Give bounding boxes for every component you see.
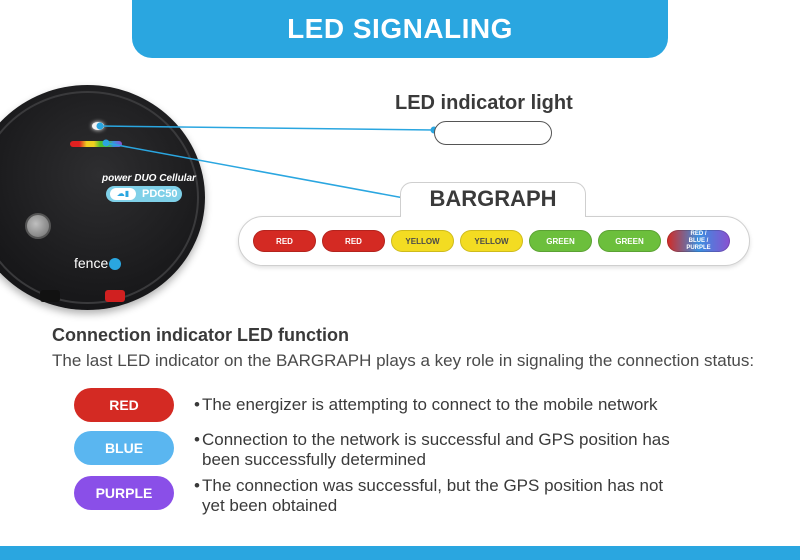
bargraph-pill: GREEN <box>598 230 661 252</box>
bargraph-title: BARGRAPH <box>429 186 557 211</box>
bargraph-pill-label-line: RED / <box>690 230 707 237</box>
cloud-signal-icon: ☁▮ <box>110 188 136 200</box>
status-pill: BLUE <box>74 431 174 465</box>
status-line: The energizer is attempting to connect t… <box>202 395 658 414</box>
terminal-red <box>105 290 125 302</box>
bargraph-pill: RED <box>322 230 385 252</box>
bargraph-pill: YELLOW <box>391 230 454 252</box>
status-row-purple: PURPLE •The connection was successful, b… <box>74 476 694 516</box>
bargraph-pill-label: RED <box>345 236 362 246</box>
status-line: The connection was successful, but the G… <box>202 476 664 495</box>
status-row-red: RED •The energizer is attempting to conn… <box>74 388 694 422</box>
bargraph-pill-label: YELLOW <box>474 236 509 246</box>
status-line: Connection to the network is successful … <box>202 430 670 449</box>
device-badge: ☁▮ PDC50 <box>106 186 182 202</box>
bargraph-tab-join <box>401 214 585 218</box>
fence-logo: fence <box>74 255 122 271</box>
connection-section-title: Connection indicator LED function <box>52 325 349 345</box>
bargraph-pill-label: GREEN <box>615 236 644 246</box>
logo-dot-icon <box>109 258 122 271</box>
header-banner: LED SIGNALING <box>132 0 668 58</box>
page-title: LED SIGNALING <box>287 13 513 44</box>
bargraph-pills: RED RED YELLOW YELLOW GREEN GREEN RED / … <box>253 230 730 252</box>
energizer-device: power DUO Cellular ☁▮ PDC50 fence <box>0 85 205 310</box>
status-line: yet been obtained <box>202 496 338 515</box>
status-pill: RED <box>74 388 174 422</box>
status-description: •The energizer is attempting to connect … <box>194 395 658 414</box>
connection-section-description: The last LED indicator on the BARGRAPH p… <box>52 351 755 370</box>
led-indicator-light <box>92 122 104 130</box>
led-indicator-label: LED indicator light <box>395 92 573 114</box>
device-model-label: power DUO Cellular <box>102 173 196 184</box>
led-bargraph-strip <box>70 141 122 147</box>
terminal-black <box>40 290 60 302</box>
bargraph-pill: YELLOW <box>460 230 523 252</box>
led-indicator-pill <box>434 121 552 145</box>
bargraph-pill-label: RED <box>276 236 293 246</box>
bottom-bar <box>0 546 800 560</box>
status-pill: PURPLE <box>74 476 174 510</box>
bargraph-pill: RED <box>253 230 316 252</box>
bargraph-pill: GREEN <box>529 230 592 252</box>
bargraph-pill-label-line: BLUE / <box>688 237 709 244</box>
bargraph-pill-label: GREEN <box>546 236 575 246</box>
status-row-blue: BLUE •Connection to the network is succe… <box>74 430 694 470</box>
device-badge-label: PDC50 <box>142 188 178 200</box>
logo-text: fence <box>74 255 109 271</box>
status-description: •The connection was successful, but the … <box>194 476 664 515</box>
bargraph-pill-connection: RED / BLUE / PURPLE <box>667 230 730 252</box>
power-button <box>25 213 51 239</box>
bargraph-pill-label-line: PURPLE <box>686 244 711 251</box>
bargraph-pill-label: YELLOW <box>405 236 440 246</box>
status-line: been successfully determined <box>202 450 426 469</box>
status-description: •Connection to the network is successful… <box>194 430 670 469</box>
